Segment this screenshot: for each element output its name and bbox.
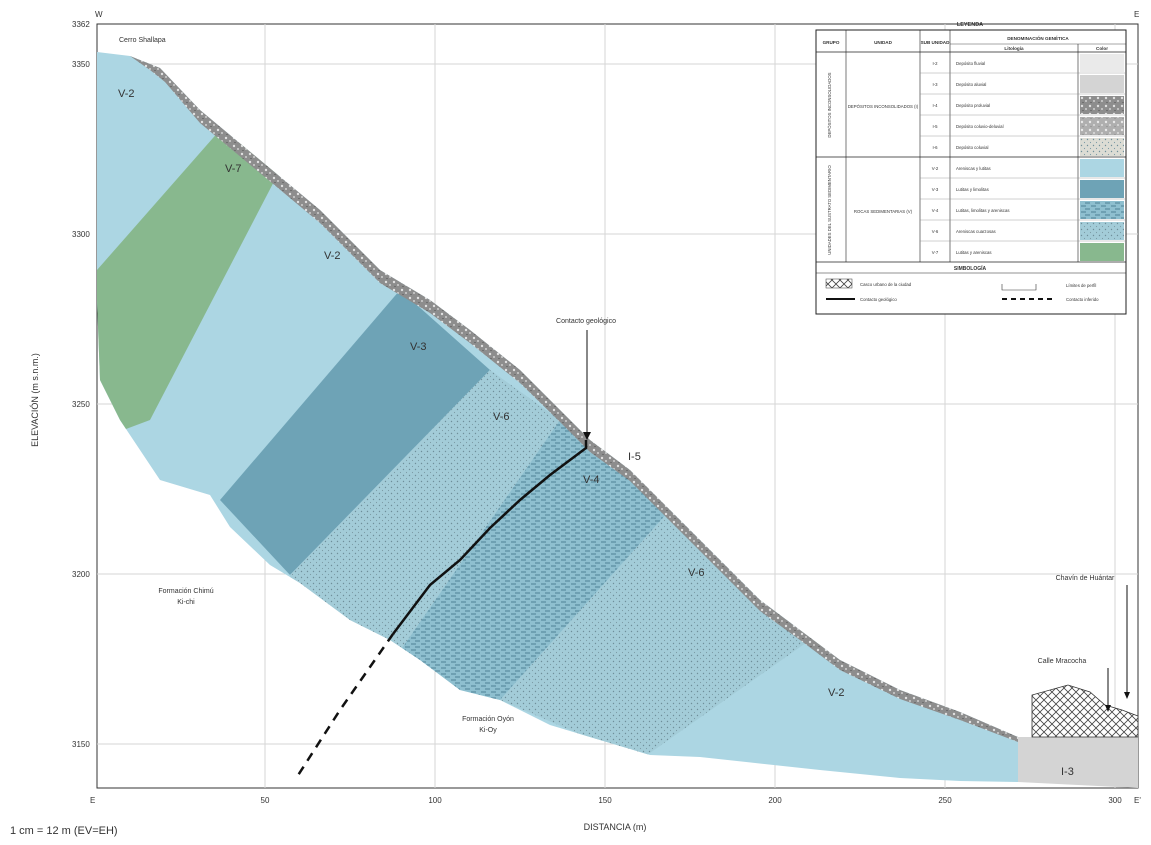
corner-w: W: [95, 10, 103, 19]
unit-labels: V-2 V-7 V-2 V-3 V-6 I-5 V-4 V-6 V-2 I-3: [118, 88, 1074, 778]
legend-row-code: I-2: [932, 61, 938, 66]
cerro-label: Cerro Shallapa: [119, 37, 166, 44]
legend-row-text: Lutitas, limolitas y areniscas: [956, 208, 1010, 213]
legend-row-text: Depósito aluvial: [956, 82, 986, 87]
y-tick-3250: 3250: [72, 400, 90, 409]
x-tick-300: 300: [1108, 796, 1122, 805]
legend-row-code: I-3: [932, 82, 938, 87]
legend-unit-2: ROCAS SEDIMENTARIAS (V): [854, 209, 913, 214]
legend-row-text: Depósito fluvial: [956, 61, 985, 66]
legend-h-litologia: Litología: [1004, 46, 1024, 51]
scale-label: 1 cm = 12 m (EV=EH): [10, 825, 118, 837]
corner-e-prime: E': [1134, 796, 1141, 805]
sym-profile-text: Límites de perfil: [1066, 283, 1096, 288]
form-oyon-code: Ki-Oy: [479, 727, 497, 734]
unit-i3-fill: [1018, 737, 1138, 788]
legend-row-code: I-4: [932, 103, 938, 108]
unit-label-i5: I-5: [628, 451, 641, 463]
sym-profile-bracket: [1001, 284, 1037, 291]
sym-contact-text: Contacto geológico: [860, 297, 897, 302]
unit-label-v4: V-4: [583, 474, 600, 486]
x-tick-150: 150: [598, 796, 612, 805]
legend-group-2: UNIDADES DEL SUSTRATO SEDIMENTARIO: [827, 165, 832, 255]
unit-label-v3: V-3: [410, 341, 427, 353]
y-tick-3200: 3200: [72, 570, 90, 579]
legend: LEYENDA GRUPO UNIDAD SUB UNIDAD DENOMINA…: [815, 22, 1127, 315]
legend-row-text: Lutitas y limolitas: [956, 187, 989, 192]
chavin-label: Chavín de Huántar: [1056, 575, 1115, 582]
legend-row-code: V-7: [932, 250, 939, 255]
legend-unit-1: DEPÓSITOS INCONSOLIDADOS (I): [848, 104, 919, 109]
unit-label-v6-b: V-6: [688, 567, 705, 579]
inferred-contact-line: [293, 633, 395, 781]
form-chimu-code: Ki-chi: [177, 599, 195, 606]
legend-row-code: I-5: [932, 124, 938, 129]
legend-row-code: V-2: [932, 166, 939, 171]
legend-rows: I-2 Depósito fluvial I-3 Depósito aluvia…: [932, 61, 1010, 255]
x-axis-label: DISTANCIA (m): [584, 822, 647, 832]
legend-row-code: I-6: [932, 145, 938, 150]
sym-urban-text: Casco urbano de la ciudad: [860, 282, 912, 287]
sym-inferred-text: Contacto inferido: [1066, 297, 1099, 302]
y-tick-3150: 3150: [72, 740, 90, 749]
legend-h-denominacion: DENOMINACIÓN GENÉTICA: [1007, 34, 1069, 41]
legend-row-text: Lutitas y areniscas: [956, 250, 992, 255]
unit-v7-fill: [97, 130, 280, 440]
legend-row-code: V-3: [932, 187, 939, 192]
x-tick-100: 100: [428, 796, 442, 805]
unit-label-v7: V-7: [225, 163, 242, 175]
legend-row-text: Areniscas cuarzosas: [956, 229, 996, 234]
legend-simbologia: SIMBOLOGÍA: [954, 264, 987, 272]
legend-group-1: DEPÓSITOS INCONSOLIDADOS: [827, 72, 832, 137]
calle-label: Calle Mracocha: [1038, 658, 1087, 665]
legend-row-text: Areniscas y lutitas: [956, 166, 991, 171]
legend-h-color: Color: [1096, 46, 1108, 51]
x-tick-250: 250: [938, 796, 952, 805]
sym-urban-swatch: [825, 278, 853, 289]
unit-label-v2-low: V-2: [828, 687, 845, 699]
legend-h-subunidad: SUB UNIDAD: [921, 40, 951, 45]
y-axis-label: ELEVACIÓN (m s.n.m.): [30, 353, 40, 447]
urban-area: [1031, 684, 1139, 738]
legend-swatches: [1080, 54, 1124, 261]
legend-row-code: V-4: [932, 208, 939, 213]
corner-e-top-right: E: [1134, 10, 1139, 19]
form-chimu-label: Formación Chimú: [158, 588, 213, 595]
contacto-label: Contacto geológico: [556, 318, 616, 325]
legend-title: LEYENDA: [957, 22, 983, 28]
axis-ticks: 3362 3350 3300 3250 3200 3150 50 100 150…: [72, 10, 1141, 805]
geologic-contact-line: [392, 440, 588, 635]
unit-v3-fill: [220, 290, 490, 575]
legend-row-text: Depósito coluvial: [956, 145, 989, 150]
x-tick-200: 200: [768, 796, 782, 805]
form-oyon-label: Formación Oyón: [462, 716, 514, 723]
corner-e-bottom-left: E: [90, 796, 95, 805]
unit-label-v2-mid: V-2: [324, 250, 341, 262]
y-tick-3362: 3362: [72, 20, 90, 29]
unit-label-i3: I-3: [1061, 766, 1074, 778]
legend-h-unidad: UNIDAD: [874, 40, 893, 45]
legend-h-grupo: GRUPO: [823, 40, 840, 45]
legend-row-text: Depósito proluvial: [956, 103, 990, 108]
y-tick-3300: 3300: [72, 230, 90, 239]
unit-label-v6-a: V-6: [493, 411, 510, 423]
plot-frame: [96, 23, 1139, 789]
legend-row-code: V-6: [932, 229, 939, 234]
y-tick-3350: 3350: [72, 60, 90, 69]
x-tick-50: 50: [261, 796, 270, 805]
legend-row-text: Depósito coluvio-deluvial: [956, 124, 1004, 129]
place-labels: Cerro Shallapa Contacto geológico Chavín…: [119, 37, 1115, 734]
unit-label-v2-top: V-2: [118, 88, 135, 100]
